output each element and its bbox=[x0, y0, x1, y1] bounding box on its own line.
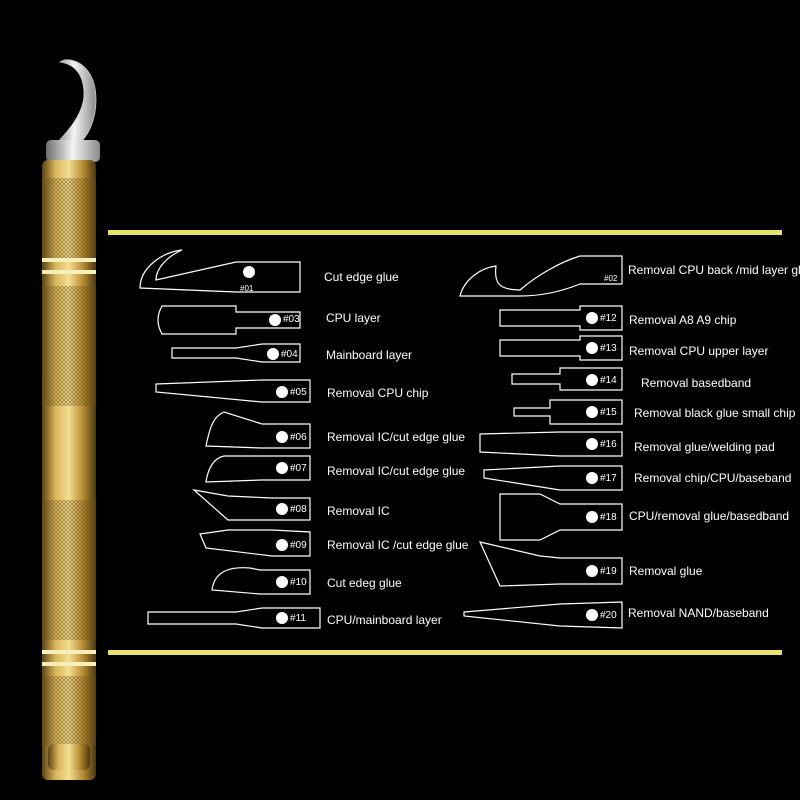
left-blade-outlines bbox=[139, 249, 321, 629]
blade-label-12: Removal A8 A9 chip bbox=[629, 313, 737, 327]
blade-num-16: #16 bbox=[600, 439, 617, 450]
top-rule bbox=[108, 230, 782, 235]
blade-label-15: Removal black glue small chip bbox=[634, 406, 796, 420]
blade-label-03: CPU layer bbox=[326, 311, 381, 325]
blade-label-18: CPU/removal glue/basedband bbox=[629, 509, 790, 523]
badge-marks bbox=[243, 266, 598, 624]
blade-label-04: Mainboard layer bbox=[326, 348, 413, 362]
blade-num-05: #05 bbox=[290, 387, 307, 398]
hook-blade bbox=[50, 59, 97, 149]
blade-num-04: #04 bbox=[281, 349, 298, 360]
blade-num-09: #09 bbox=[290, 540, 307, 551]
blade-num-13: #13 bbox=[600, 343, 617, 354]
blade-label-19: Removal glue bbox=[629, 564, 703, 578]
blade-num-15: #15 bbox=[600, 407, 617, 418]
blade-num-08: #08 bbox=[290, 504, 307, 515]
blade-label-11: CPU/mainboard layer bbox=[327, 613, 442, 627]
knife-handle bbox=[42, 59, 100, 780]
blade-num-12: #12 bbox=[600, 313, 617, 324]
blade-num-06: #06 bbox=[290, 432, 307, 443]
blade-num-11: #11 bbox=[290, 613, 306, 624]
blade-label-01: Cut edge glue bbox=[324, 270, 399, 284]
blade-num-01: #01 bbox=[240, 284, 254, 293]
blade-label-13: Removal CPU upper layer bbox=[629, 344, 769, 358]
blade-label-17: Removal chip/CPU/baseband bbox=[634, 471, 792, 485]
blade-label-06: Removal IC/cut edge glue bbox=[327, 430, 466, 444]
blade-num-10: #10 bbox=[290, 577, 307, 588]
blade-num-07: #07 bbox=[290, 463, 307, 474]
blade-label-09: Removal IC /cut edge glue bbox=[327, 538, 469, 552]
blade-label-05: Removal CPU chip bbox=[327, 386, 429, 400]
blade-label-10: Cut edeg glue bbox=[327, 576, 402, 590]
blade-num-19: #19 bbox=[600, 566, 617, 577]
blade-label-20: Removal NAND/baseband bbox=[628, 606, 769, 620]
blade-num-14: #14 bbox=[600, 375, 617, 386]
blade-num-18: #18 bbox=[600, 512, 617, 523]
blade-label-14: Removal basedband bbox=[641, 376, 752, 390]
blade-collar bbox=[46, 140, 100, 162]
blade-num-03: #03 bbox=[283, 314, 300, 325]
right-blade-outlines bbox=[459, 255, 623, 629]
bottom-rule bbox=[108, 650, 782, 655]
blade-num-20: #20 bbox=[600, 610, 617, 621]
blade-label-02: Removal CPU back /mid layer glue bbox=[628, 263, 800, 277]
blade-label-08: Removal IC bbox=[327, 504, 390, 518]
blade-label-07: Removal IC/cut edge glue bbox=[327, 464, 466, 478]
blade-num-17: #17 bbox=[600, 473, 617, 484]
blade-num-02: #02 bbox=[604, 274, 618, 283]
blade-label-16: Removal glue/welding pad bbox=[634, 440, 775, 454]
